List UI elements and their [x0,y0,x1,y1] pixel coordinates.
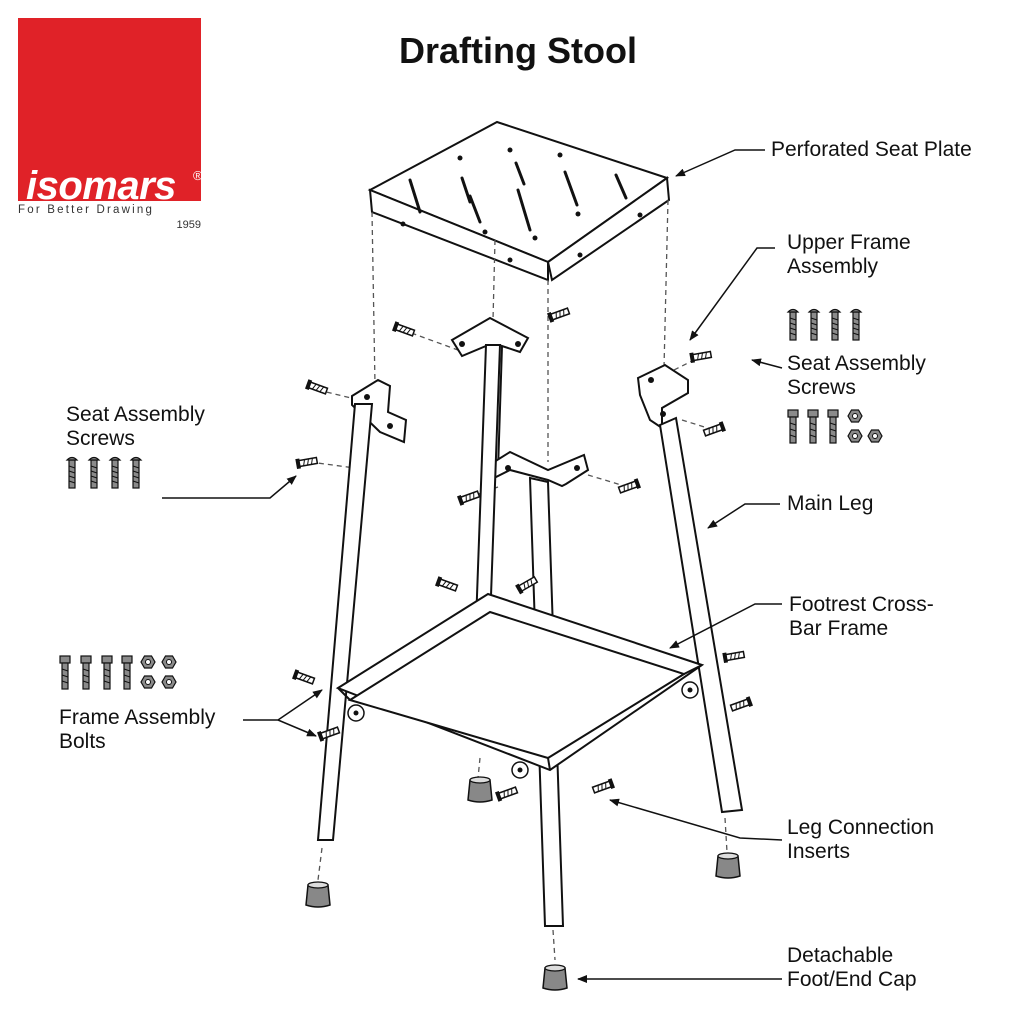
leg-insert-icon [467,776,493,803]
label-main-leg: Main Leg [787,492,874,515]
label-foot-cap-line1: Detachable [787,944,894,967]
screw-icon [721,648,746,664]
label-upper-frame-line2: Assembly [787,255,879,278]
label-seat-screws-left-line1: Seat Assembly [66,403,205,426]
screw-icon [702,420,727,439]
seat-screws-right-hardware [787,308,883,444]
screw-icon [546,305,571,324]
brand-logo: isomars ® [18,18,203,208]
label-frame-bolts: Frame Assembly Bolts [59,706,215,754]
screw-icon [391,320,416,339]
foot-cap-icon [542,964,568,991]
screw-icon [688,348,713,364]
brand-tagline: For Better Drawing [18,204,155,216]
label-foot-cap: Detachable Foot/End Cap [787,944,917,992]
seat-plate [367,120,671,282]
label-seat-screws-right-line1: Seat Assembly [787,352,926,375]
foot-cap-icon [305,881,331,908]
label-seat-screws-right-line2: Screws [787,376,856,399]
screw-icon [434,575,459,594]
label-footrest: Footrest Cross- Bar Frame [789,593,934,641]
registered-mark: ® [193,168,203,183]
label-frame-bolts-line2: Bolts [59,730,106,753]
label-leg-inserts-line1: Leg Connection [787,816,935,839]
label-seat-screws-right: Seat Assembly Screws [787,352,926,400]
foot-cap-icon [715,852,741,879]
label-seat-screws-left-line2: Screws [66,427,135,450]
screw-icon [617,477,642,496]
label-footrest-line1: Footrest Cross- [789,593,934,616]
label-seat-plate: Perforated Seat Plate [771,138,972,161]
screw-icon [456,488,481,507]
label-upper-frame-line1: Upper Frame [787,231,911,254]
screw-icon [494,784,519,803]
brand-year: 1959 [176,219,201,231]
label-seat-screws-left: Seat Assembly Screws [66,403,205,451]
label-frame-bolts-line1: Frame Assembly [59,706,216,729]
label-leg-inserts: Leg Connection Inserts [787,816,934,864]
frame-bolts-hardware [59,655,177,690]
leader-lines [162,149,783,983]
screw-icon [294,454,319,470]
label-footrest-line2: Bar Frame [789,617,889,640]
brand-name: isomars [26,164,176,208]
footrest-frame [335,592,705,772]
screw-icon [591,777,616,796]
label-foot-cap-line2: Foot/End Cap [787,968,917,991]
screw-icon [304,378,329,397]
label-upper-frame: Upper Frame Assembly [787,231,911,279]
screw-icon [291,668,316,687]
label-leg-inserts-line2: Inserts [787,840,851,863]
alignment-lines [309,199,728,961]
screw-icon [729,695,754,714]
seat-screws-left-hardware [66,456,142,489]
page-title: Drafting Stool [399,30,637,71]
